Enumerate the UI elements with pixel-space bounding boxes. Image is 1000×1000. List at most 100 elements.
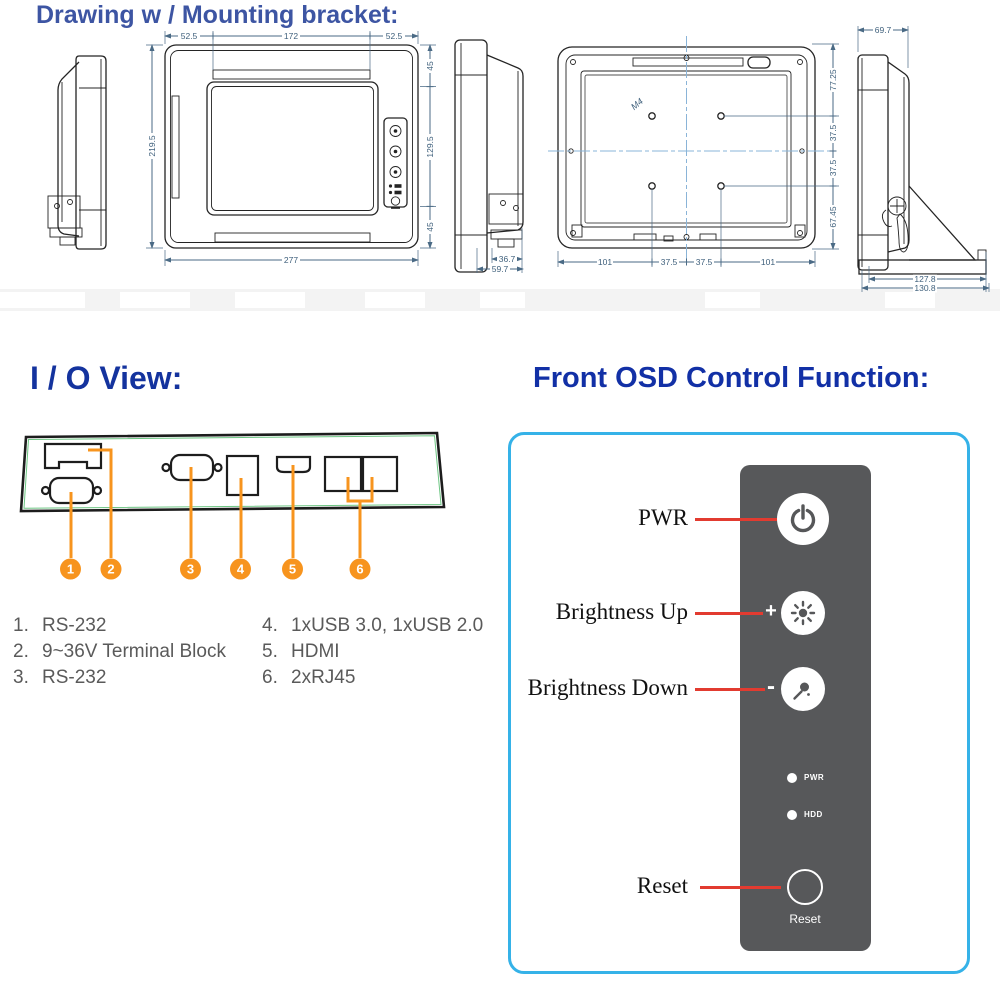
callout-badge-1: 1 [60,558,81,580]
svg-text:3: 3 [187,562,194,577]
brightness-up-label: Brightness Up [555,599,688,624]
dim-label: 69.7 [875,25,892,35]
legend-num: 2. [13,641,29,662]
front-view: 52.5 172 52.5 219.5 45 129.5 45 277 [146,31,436,266]
brightness-up-button [781,591,825,635]
brightness-down-leader-line [695,688,765,691]
svg-text:6: 6 [356,562,363,577]
dim-label: 59.7 [492,264,509,274]
band-artifact [480,292,525,308]
callout-badge-3: 3 [180,558,201,580]
brightness-down-button [781,667,825,711]
rear-view: M4 77.25 37.5 37.5 67.45 101 37.5 37.5 1… [548,36,839,267]
dim-label: 37.5 [661,257,678,267]
legend-item: 5. HDMI [262,639,483,665]
io-section-title: I / O View: [30,360,183,396]
dim-label: 37.5 [696,257,713,267]
reset-leader-line [700,886,781,889]
legend-label: RS-232 [42,667,107,688]
pwr-label: PWR [638,505,688,530]
svg-text:5: 5 [289,562,296,577]
mounting-drawing-canvas: 52.5 172 52.5 219.5 45 129.5 45 277 [47,25,990,293]
handle [747,56,771,69]
plus-sign: + [765,600,777,622]
power-button [777,493,829,545]
front-view-dimensions: 52.5 172 52.5 219.5 45 129.5 45 277 [146,31,436,266]
io-view-canvas: 1 2 3 4 5 6 [19,431,446,580]
power-icon [790,504,816,533]
dim-label: 129.5 [425,136,435,158]
dim-label: 77.25 [828,69,838,91]
drawing-section-title: Drawing w / Mounting bracket: [36,1,399,29]
osd-diagram-frame: PWR Brightness Up + Brightness Down - PW… [508,432,970,974]
legend-label: 1xUSB 3.0, 1xUSB 2.0 [291,615,484,636]
io-legend-column-1: 1. RS-232 2. 9~36V Terminal Block 3. RS-232 [13,613,226,691]
band-artifact [120,292,190,308]
svg-text:2: 2 [107,562,114,577]
dim-label: 36.7 [499,254,516,264]
legend-label: RS-232 [42,615,107,636]
band-artifact [885,292,935,308]
legend-item: 4. 1xUSB 3.0, 1xUSB 2.0 [262,613,483,639]
hdd-led-label: HDD [804,810,823,819]
dim-label: 37.5 [828,159,838,176]
legend-label: 2xRJ45 [291,667,356,688]
dim-label: 45 [425,61,435,71]
osd-section-title: Front OSD Control Function: [533,362,930,394]
side-view-left [47,55,107,250]
legend-item: 6. 2xRJ45 [262,665,483,691]
legend-item: 2. 9~36V Terminal Block [13,639,226,665]
band-artifact [0,292,85,308]
dim-label: 52.5 [386,31,403,41]
legend-label: HDMI [291,641,340,662]
hdmi-port [275,455,312,474]
terminal-block-port [43,442,103,470]
svg-text:1: 1 [67,562,74,577]
callout-line-2 [88,448,113,558]
callout-badge-4: 4 [230,558,251,580]
hdd-led [787,810,797,820]
legend-num: 4. [262,615,278,636]
legend-num: 1. [13,615,29,636]
legend-num: 6. [262,667,278,688]
screen [206,81,379,216]
rear-view-dimensions: 77.25 37.5 37.5 67.45 101 37.5 37.5 101 [557,43,839,267]
minus-sign: - [767,673,775,700]
brightness-up-leader-line [695,612,763,615]
bracket-side-view: 69.7 127.8 130.8 [857,25,990,293]
center-lines [548,36,831,262]
legend-label: 9~36V Terminal Block [42,641,226,662]
bracket-view-dimensions: 69.7 127.8 130.8 [857,25,990,293]
brightness-down-label: Brightness Down [527,675,688,700]
reset-label: Reset [636,873,688,898]
dim-label: 67.45 [828,206,838,228]
background-band [0,289,1000,311]
pwr-led-label: PWR [804,773,825,782]
pwr-leader-line [695,518,777,521]
side-view-dimensions: 36.7 59.7 [476,228,524,274]
dim-label: 101 [598,257,612,267]
reset-button [787,869,823,905]
dim-label: 130.8 [914,283,936,293]
stand [858,185,987,275]
callout-badge-5: 5 [282,558,303,580]
dim-label: 127.8 [914,274,936,284]
legend-item: 1. RS-232 [13,613,226,639]
callout-badge-2: 2 [100,558,122,580]
hole-size-label: M4 [629,96,645,112]
pwr-led [787,773,797,783]
band-artifact [235,292,305,308]
dim-label: 52.5 [181,31,198,41]
brightness-up-icon [790,600,816,626]
side-view-right: 36.7 59.7 [454,39,524,274]
legend-num: 5. [262,641,278,662]
dim-label: 219.5 [147,135,157,157]
dim-label: 101 [761,257,775,267]
io-legend-column-2: 4. 1xUSB 3.0, 1xUSB 2.0 5. HDMI 6. 2xRJ45 [262,613,483,691]
legend-num: 3. [13,667,29,688]
callout-badge-6: 6 [349,558,371,580]
front-osd-strip [383,117,408,209]
svg-text:4: 4 [237,562,245,577]
brightness-down-icon [793,682,810,700]
base-plate [858,259,987,275]
